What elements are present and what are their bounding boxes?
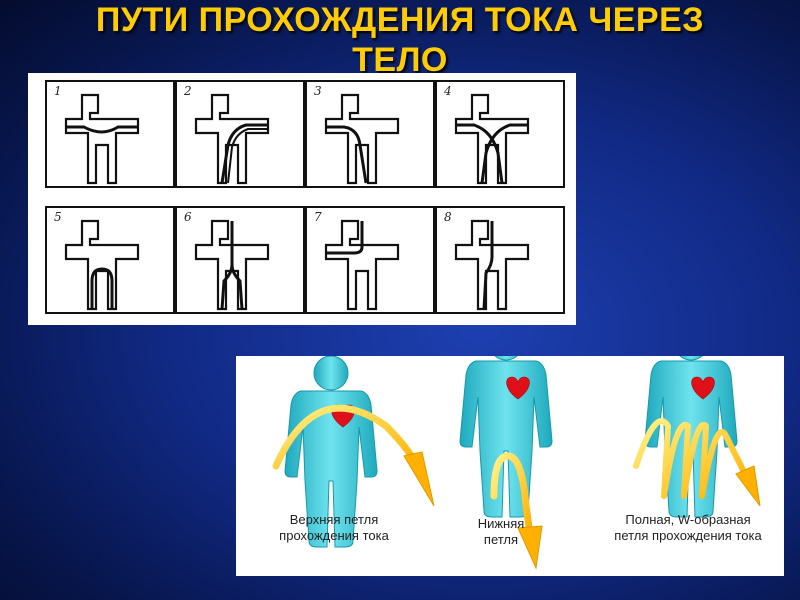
lower-loop-arrowhead bbox=[517, 525, 543, 570]
diagram-8: 8 bbox=[444, 210, 530, 311]
caption-lower-loop: Нижняя петля bbox=[477, 516, 525, 547]
current-path-diagrams-svg: 1 2 3 4 5 bbox=[45, 80, 565, 314]
diagram-2: 2 bbox=[183, 84, 270, 185]
diagram-3: 3 bbox=[314, 84, 400, 185]
full-loop-arrowhead bbox=[735, 465, 761, 507]
figure-lower-loop bbox=[459, 325, 553, 518]
diagram-4: 4 bbox=[443, 84, 530, 185]
diagram-5: 5 bbox=[54, 210, 140, 311]
upper-loop-arrow bbox=[272, 404, 420, 470]
diagram-frames bbox=[45, 80, 565, 314]
lower-loop-arrow bbox=[490, 452, 534, 538]
slide-title: ПУТИ ПРОХОЖДЕНИЯ ТОКА ЧЕРЕЗ ТЕЛО bbox=[0, 0, 800, 80]
diagram-number-8: 8 bbox=[444, 210, 452, 224]
current-path-diagrams: 1 2 3 4 5 bbox=[28, 73, 576, 325]
current-loop-illustrations: Верхняя петля прохождения тока Нижняя пе… bbox=[236, 325, 784, 576]
caption-full-loop: Полная, W-образная петля прохождения ток… bbox=[614, 512, 762, 543]
slide-title-line1: ПУТИ ПРОХОЖДЕНИЯ ТОКА ЧЕРЕЗ bbox=[95, 1, 705, 39]
upper-loop-arrowhead bbox=[403, 451, 435, 507]
diagram-7: 7 bbox=[314, 210, 400, 311]
diagram-number-6: 6 bbox=[184, 210, 192, 224]
current-loop-illustrations-svg bbox=[272, 325, 761, 570]
diagram-number-7: 7 bbox=[314, 210, 322, 224]
diagram-number-4: 4 bbox=[443, 84, 452, 98]
diagram-number-2: 2 bbox=[183, 84, 192, 98]
diagram-number-1: 1 bbox=[54, 84, 62, 98]
diagram-number-3: 3 bbox=[314, 84, 322, 98]
diagram-number-5: 5 bbox=[54, 210, 62, 224]
diagram-1: 1 bbox=[54, 84, 140, 185]
diagram-6: 6 bbox=[184, 210, 270, 311]
caption-upper-loop: Верхняя петля прохождения тока bbox=[279, 512, 389, 543]
full-loop-arrow bbox=[633, 418, 749, 499]
slide-title-line2: ТЕЛО bbox=[352, 41, 448, 79]
